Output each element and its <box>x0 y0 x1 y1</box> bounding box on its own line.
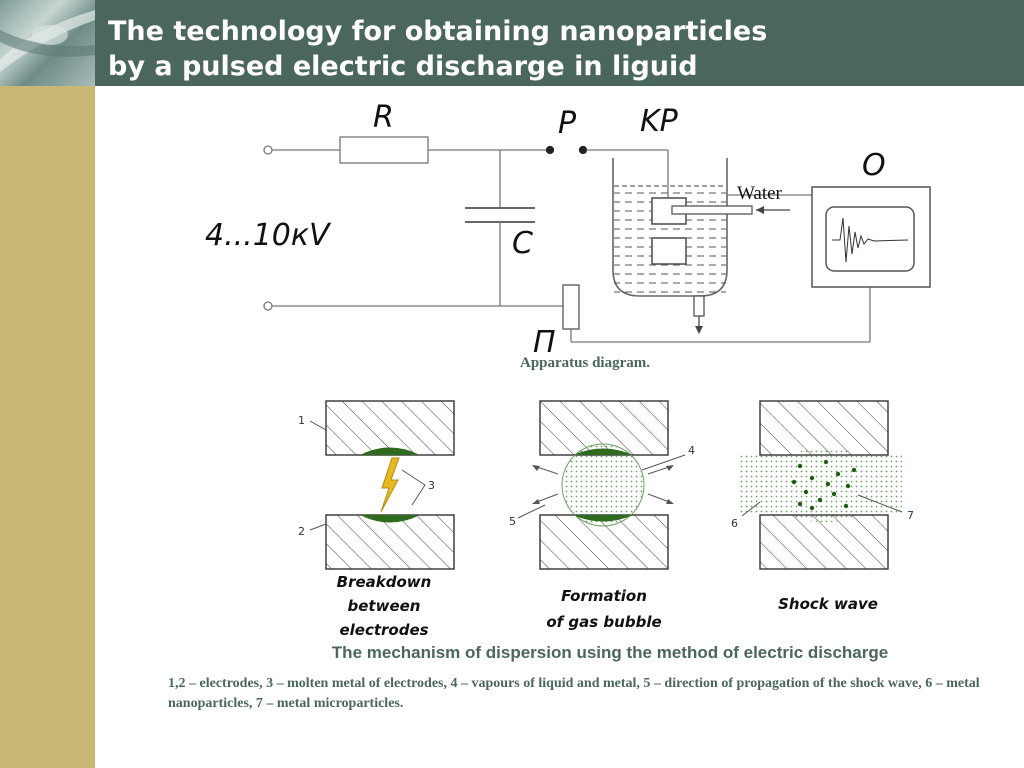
bubble-cap-top <box>573 448 633 455</box>
stage-labels: Breakdown between electrodes Formation o… <box>337 573 878 639</box>
electrode-top-3 <box>759 400 889 456</box>
electrode-1 <box>325 400 455 456</box>
gas-bubble <box>561 443 645 527</box>
water-inlet-pipe <box>671 205 753 215</box>
marker-1: 1 <box>298 414 305 427</box>
chamber-label: KP <box>640 104 679 139</box>
stage-1-label-line-2: between <box>348 597 421 615</box>
spark-bolt <box>380 457 400 513</box>
apparatus-labels: R P KP O 4...10кV C П Water <box>205 100 886 360</box>
apparatus-caption: Apparatus diagram. <box>519 355 650 371</box>
mechanism-title: The mechanism of dispersion using the me… <box>331 643 889 662</box>
marker-3: 3 <box>428 479 435 492</box>
stage-1-label-line-3: electrodes <box>339 621 428 639</box>
water-label: Water <box>737 183 783 204</box>
stage-gas-bubble <box>517 400 686 570</box>
stage-shock-wave <box>740 400 903 570</box>
lower-electrode <box>651 237 687 265</box>
voltage-label: 4...10кV <box>205 218 332 253</box>
bottom-terminal <box>263 301 273 311</box>
part-markers: 1 2 3 4 5 6 7 <box>298 414 914 538</box>
probe <box>562 284 580 330</box>
header-photo <box>0 0 95 86</box>
electrode-bottom-3 <box>759 514 889 570</box>
molten-metal-bottom <box>360 515 420 523</box>
bubble-cap-bottom <box>573 515 633 522</box>
spark-gap-right <box>578 145 588 155</box>
microparticles <box>791 459 857 511</box>
apparatus-diagram <box>263 136 931 343</box>
title-line-1: The technology for obtaining nanoparticl… <box>108 16 768 47</box>
stage-2-label-line-1: Formation <box>561 587 647 605</box>
water-outlet <box>693 295 705 317</box>
oscilloscope-screen <box>825 206 915 272</box>
stage-3-label: Shock wave <box>778 595 878 613</box>
oscilloscope <box>811 186 931 288</box>
page-title: The technology for obtaining nanoparticl… <box>108 14 767 84</box>
left-sidebar <box>0 86 95 768</box>
header-bar: The technology for obtaining nanoparticl… <box>0 0 1024 86</box>
title-line-2: by a pulsed electric discharge in liguid <box>108 51 698 82</box>
spark-gap-left <box>545 145 555 155</box>
marker-5: 5 <box>509 515 516 528</box>
marker-2: 2 <box>298 525 305 538</box>
electrode-2 <box>325 514 455 570</box>
resistor <box>339 136 429 164</box>
stage-1-label-line-1: Breakdown <box>337 573 432 591</box>
capacitor-label: C <box>512 226 533 261</box>
top-terminal <box>263 145 273 155</box>
marker-7: 7 <box>907 509 914 522</box>
marker-4: 4 <box>688 444 695 457</box>
oscilloscope-trace <box>832 217 909 263</box>
marker-6: 6 <box>731 517 738 530</box>
stage-breakdown <box>309 400 455 570</box>
molten-metal-top <box>360 447 420 455</box>
spark-gap-label: P <box>558 106 577 141</box>
stage-2-label-line-2: of gas bubble <box>546 613 661 631</box>
nanoparticle-cloud <box>740 447 902 523</box>
probe-label: П <box>533 325 556 360</box>
resistor-label: R <box>373 100 394 135</box>
legend-text: 1,2 – electrodes, 3 – molten metal of el… <box>168 676 980 711</box>
oscilloscope-label: O <box>862 148 886 183</box>
